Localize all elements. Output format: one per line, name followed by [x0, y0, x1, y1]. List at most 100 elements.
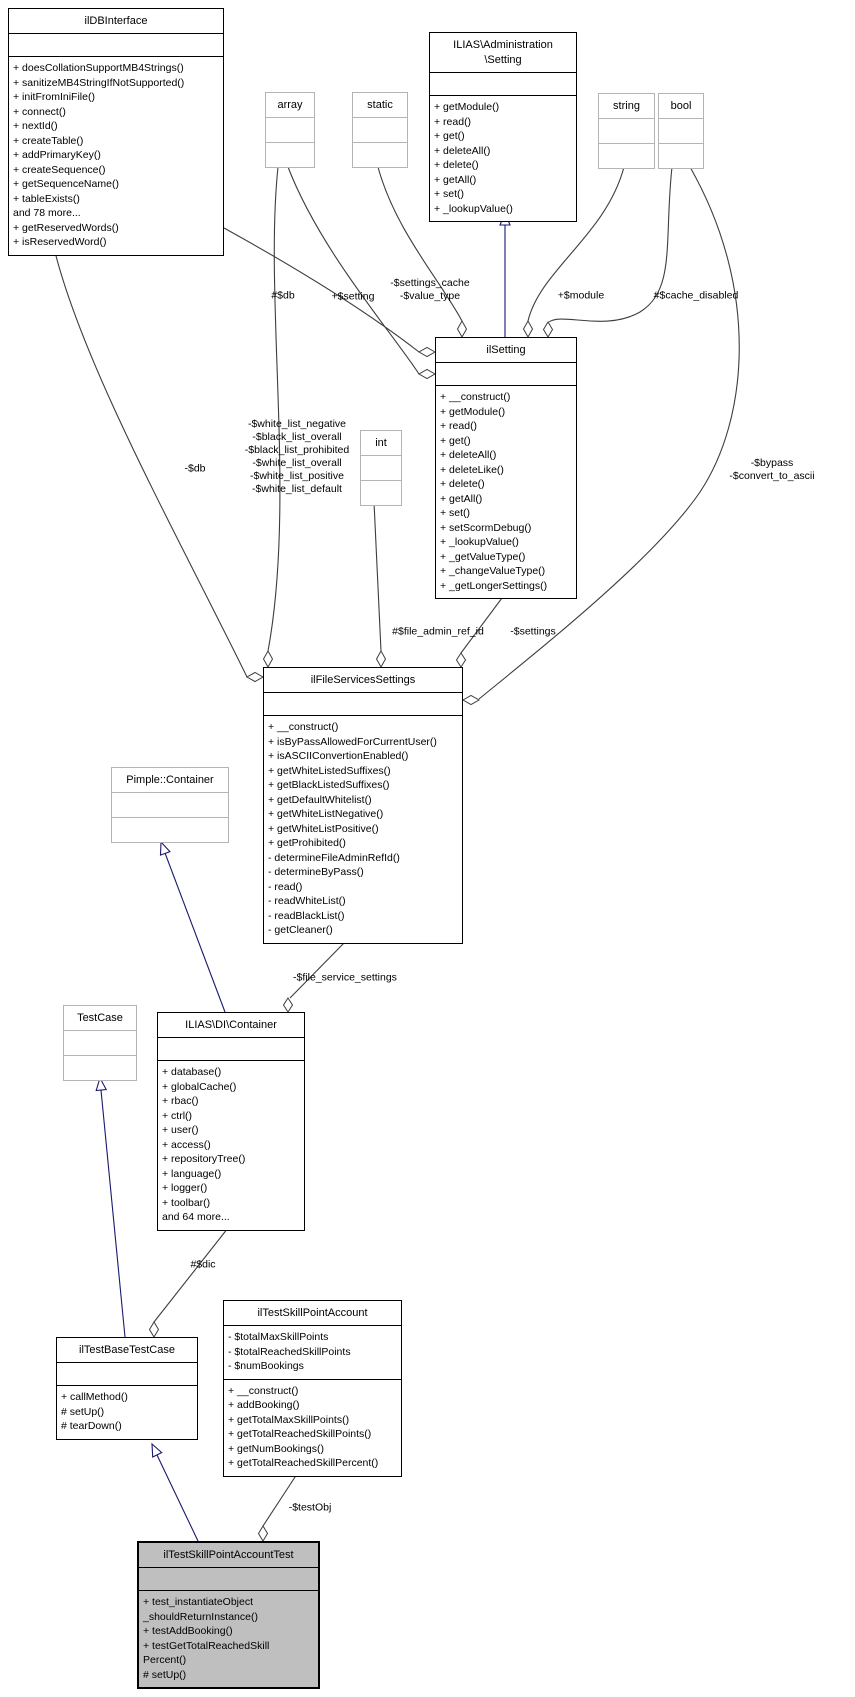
- member-line: - readWhiteList(): [268, 895, 346, 907]
- methods-section: [266, 142, 314, 167]
- class-title: string: [613, 100, 640, 112]
- edge-inheritance-testbase: [100, 1089, 126, 1338]
- member-line: + createTable(): [13, 134, 84, 147]
- member-line: + getNumBookings(): [228, 1442, 325, 1455]
- type-node-string: string: [598, 93, 655, 169]
- attributes-section: [64, 1030, 136, 1055]
- member-line: + getAll(): [440, 492, 483, 505]
- edge-aggregation-module: [527, 166, 625, 322]
- methods-section: [353, 142, 407, 167]
- class-node-iltestskillpointaccounttest: ilTestSkillPointAccountTest + test_insta…: [137, 1541, 320, 1689]
- methods-section: [64, 1055, 136, 1080]
- edge-aggregation-db-fileservices: [54, 251, 248, 678]
- class-node-ilias-administration-setting[interactable]: ILIAS\Administration \Setting + getModul…: [429, 32, 577, 222]
- class-title: array: [277, 99, 303, 111]
- edge-aggregation-cache-disabled: [548, 166, 673, 323]
- edge-aggregation-file-service-settings: [289, 941, 346, 999]
- edge-label-testobj: -$testObj: [288, 1501, 332, 1514]
- type-node-array: array: [265, 92, 315, 168]
- attributes-section: [139, 1567, 318, 1590]
- member-line: + getReservedWords(): [13, 221, 119, 234]
- member-line: + isASCIIConvertionEnabled(): [268, 750, 409, 762]
- class-title: ILIAS\DI\Container: [185, 1019, 277, 1031]
- member-line: + getSequenceName(): [13, 178, 119, 190]
- member-line: + getTotalReachedSkillPercent(): [228, 1457, 379, 1469]
- member-line: # setUp(): [143, 1668, 187, 1681]
- member-line: + test_instantiateObject: [143, 1596, 254, 1608]
- member-line: and 78 more...: [13, 207, 81, 219]
- edge-label-db-fileservices: -$db: [184, 462, 206, 475]
- member-line: # setUp(): [61, 1405, 105, 1418]
- aggregation-diamond: [148, 1321, 160, 1338]
- member-line: - getCleaner(): [268, 924, 333, 936]
- aggregation-diamond: [456, 319, 468, 339]
- attributes-section: [430, 72, 576, 95]
- member-line: + _getLongerSettings(): [440, 579, 548, 592]
- member-line: + deleteAll(): [434, 144, 491, 157]
- edge-label-file-service-settings: -$file_service_settings: [293, 971, 397, 984]
- member-line: + isByPassAllowedForCurrentUser(): [268, 735, 437, 748]
- methods-section: [599, 143, 654, 168]
- class-node-iltestskillpointaccount[interactable]: ilTestSkillPointAccount - $totalMaxSkill…: [223, 1300, 402, 1477]
- member-line: + get(): [434, 130, 465, 142]
- member-line: + deleteLike(): [440, 463, 504, 476]
- member-line: + __construct(): [440, 391, 511, 403]
- member-line: - read(): [268, 880, 303, 893]
- member-line: + _lookupValue(): [434, 202, 513, 215]
- class-title: static: [367, 99, 393, 111]
- edge-inheritance-dicontainer: [164, 852, 226, 1013]
- methods-section: + __construct()+ addBooking()+ getTotalM…: [224, 1378, 401, 1476]
- edge-label-module: +$module: [557, 289, 605, 302]
- member-line: + getWhiteListedSuffixes(): [268, 764, 391, 777]
- inheritance-arrowhead: [151, 1442, 163, 1458]
- member-line: + getWhiteListPositive(): [268, 822, 379, 835]
- methods-section: + database()+ globalCache()+ rbac()+ ctr…: [158, 1060, 304, 1230]
- class-node-ilfileservicessettings[interactable]: ilFileServicesSettings + __construct()+ …: [263, 667, 463, 944]
- edge-aggregation-settings-cache: [377, 166, 463, 322]
- methods-section: + test_instantiateObject _shouldReturnIns…: [139, 1590, 318, 1687]
- aggregation-diamond: [282, 997, 294, 1013]
- edge-aggregation-bypass: [478, 166, 740, 700]
- member-line: + testAddBooking(): [143, 1625, 233, 1637]
- edge-label-db-setting: #$db: [271, 289, 295, 302]
- member-line: + rbac(): [162, 1095, 199, 1107]
- member-line: # tearDown(): [61, 1420, 122, 1432]
- edge-label-cache-disabled: #$cache_disabled: [653, 289, 739, 302]
- member-line: + getModule(): [440, 405, 506, 418]
- class-node-ildbinterface[interactable]: ilDBInterface + doesCollationSupportMB4S…: [8, 8, 224, 256]
- class-node-pimple-container: Pimple::Container: [111, 767, 229, 843]
- member-line: + __construct(): [228, 1384, 299, 1397]
- member-line: + sanitizeMB4StringIfNotSupported(): [13, 76, 185, 89]
- edge-aggregation-white-lists: [267, 166, 281, 652]
- member-line: + logger(): [162, 1182, 208, 1194]
- class-node-testcase: TestCase: [63, 1005, 137, 1081]
- methods-section: + callMethod()# setUp()# tearDown(): [57, 1385, 197, 1439]
- attributes-section: - $totalMaxSkillPoints- $totalReachedSki…: [224, 1325, 401, 1379]
- aggregation-diamond: [455, 652, 467, 668]
- aggregation-diamond: [375, 649, 387, 669]
- edge-label-dic: #$dic: [190, 1258, 216, 1271]
- member-line: and 64 more...: [162, 1211, 230, 1223]
- edge-aggregation-settings2: [460, 597, 503, 654]
- member-line: + toolbar(): [162, 1196, 211, 1209]
- class-node-ilsetting[interactable]: ilSetting + __construct()+ getModule()+ …: [435, 337, 577, 599]
- type-node-static: static: [352, 92, 408, 168]
- member-line: + _getValueType(): [440, 550, 526, 563]
- attributes-section: [353, 117, 407, 142]
- attributes-section: [57, 1362, 197, 1385]
- class-title: ilDBInterface: [84, 15, 148, 27]
- member-line: + getAll(): [434, 173, 477, 186]
- member-line: + repositoryTree(): [162, 1153, 246, 1165]
- edge-aggregation-dic: [153, 1227, 229, 1323]
- member-line: + isReservedWord(): [13, 236, 107, 248]
- member-line: - $totalReachedSkillPoints: [228, 1345, 351, 1358]
- member-line: + getDefaultWhitelist(): [268, 793, 372, 806]
- class-node-iltestbasetestcase[interactable]: ilTestBaseTestCase + callMethod()# setUp…: [56, 1337, 198, 1440]
- member-line: + delete(): [434, 159, 479, 171]
- class-node-ilias-di-container[interactable]: ILIAS\DI\Container + database()+ globalC…: [157, 1012, 305, 1231]
- methods-section: [112, 817, 228, 842]
- member-line: + get(): [440, 434, 471, 447]
- member-line: + read(): [440, 420, 478, 432]
- member-line: _shouldReturnInstance(): [143, 1610, 258, 1623]
